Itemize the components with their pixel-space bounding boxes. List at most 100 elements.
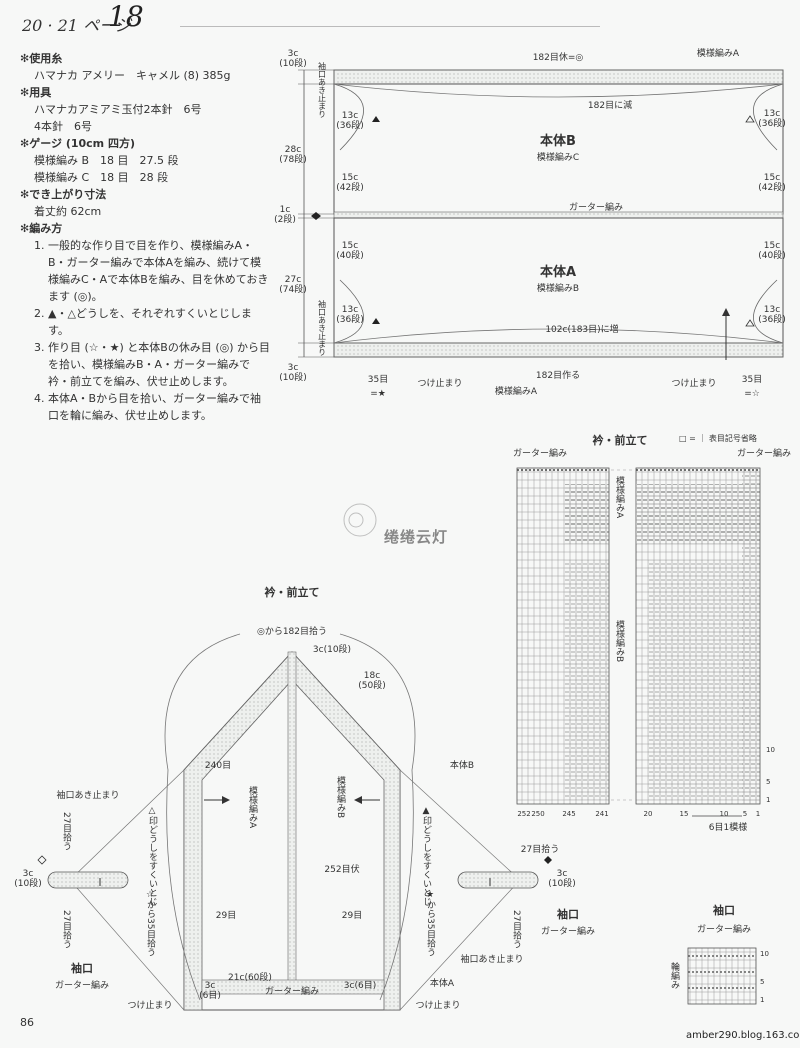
collar-chart	[516, 467, 761, 817]
body-attach-left: つけ止まり	[417, 377, 462, 389]
body-star-left: =★	[370, 389, 386, 399]
l-13c-a-rows: (36段)	[336, 119, 363, 131]
body-decrease: 182目に減	[588, 99, 632, 111]
size-text: 着丈約 62cm	[34, 205, 102, 218]
r-15c-a: 15c	[764, 173, 780, 183]
dim-3c-top: 3c	[288, 49, 299, 59]
collar-note-right: ▲印どうしをすくいとじ	[421, 806, 432, 906]
collar-3c-left: 3c	[205, 981, 216, 991]
chart-x-10: 10	[720, 810, 729, 818]
body-increase: 102c(183目)に増	[545, 323, 618, 335]
r-13c-a-rows: (36段)	[758, 117, 785, 129]
collar-body-a: 本体A	[430, 977, 455, 989]
sleeve-chart-sub: ガーター編み	[697, 923, 751, 935]
chart-x-252: 252	[517, 810, 530, 818]
sleeve-sub-left: ガーター編み	[55, 979, 109, 991]
body-b-panel	[333, 83, 784, 215]
diamond-marker	[311, 212, 321, 220]
r-13c-a: 13c	[764, 109, 780, 119]
chart-y-10: 10	[766, 746, 775, 754]
chart-garter-right: ガーター編み	[737, 447, 791, 459]
collar-3c-10: 3c(10段)	[313, 643, 351, 655]
collar-attach-right: つけ止まり	[415, 999, 460, 1011]
sleeve-stop-bottom: 袖口あき止まり	[318, 299, 327, 356]
body-a-sub: 模様編みB	[537, 282, 579, 294]
tools-text-1: ハマナカアミアミ玉付2本針 6号	[34, 103, 202, 116]
collar-diagram	[37, 633, 552, 1011]
body-bottom-pattern: 模様編みA	[495, 385, 538, 397]
sleeve-stop-top: 袖口あき止まり	[318, 61, 327, 118]
chart-pattern-b: 模様編みB	[614, 620, 625, 662]
chart-repeat: 6目1模様	[709, 821, 747, 833]
body-top-count: 182目休=◎	[533, 51, 584, 63]
watermark-text: 绻绻云灯	[384, 528, 449, 546]
dim-3c-bottom: 3c	[288, 363, 299, 373]
sleeve-chart-title: 袖口	[713, 903, 735, 917]
collar-252: 252目伏	[324, 863, 359, 875]
l-15c-b: 15c	[342, 241, 358, 251]
collar-title: 衿・前立て	[265, 585, 320, 599]
collar-27-right-top: 27目拾う	[521, 843, 559, 855]
cuff-right-10r: (10段)	[548, 877, 575, 889]
sleeve-chart-y-1: 1	[760, 996, 764, 1004]
cuff-left-3c: 3c	[23, 869, 34, 879]
collar-star-left: ☆から35目拾う	[145, 890, 156, 956]
body-star-right: =☆	[744, 389, 760, 399]
chart-title: 衿・前立て	[593, 433, 648, 447]
dim-1c: 1c	[280, 205, 291, 215]
chart-x-250: 250	[531, 810, 544, 818]
tools-heading: ✻用具	[20, 86, 52, 99]
chart-x-15: 15	[680, 810, 689, 818]
body-top-pattern: 模様編みA	[697, 47, 740, 59]
sleeve-label-right: 袖口	[557, 907, 579, 921]
page-number: 86	[20, 1016, 34, 1029]
gauge-text-1: 模様編み B 18 目 27.5 段	[34, 154, 179, 167]
dim-27c: 27c	[285, 275, 301, 285]
collar-top: ◎から182目拾う	[257, 625, 327, 637]
collar-sleeve-stop-left: 袖口あき止まり	[56, 789, 119, 801]
chart-x-5: 5	[743, 810, 747, 818]
gauge-heading: ✻ゲージ (10cm 四方)	[20, 137, 136, 150]
collar-27-left-top: 27目拾う	[61, 812, 72, 850]
page-range: 20 · 21 ページ	[22, 16, 131, 35]
collar-3c-right: 3c(6目)	[344, 980, 376, 991]
collar-garter: ガーター編み	[265, 985, 319, 997]
r-13c-b-rows: (36段)	[758, 313, 785, 325]
l-15c-a-rows: (42段)	[336, 181, 363, 193]
method-step-1: 1. 一般的な作り目で目を作り、模様編みA・B・ガーター編みで本体Aを編み、続け…	[34, 239, 269, 303]
l-13c-a: 13c	[342, 111, 358, 121]
collar-27-right-bottom: 27目拾う	[511, 910, 522, 948]
collar-50r: (50段)	[358, 679, 385, 691]
chart-x-20: 20	[644, 810, 653, 818]
watermark-emblem	[343, 503, 377, 537]
chart-garter-left: ガーター編み	[513, 447, 567, 459]
collar-3c-left-rows: (6目)	[199, 990, 221, 1001]
chart-y-1: 1	[766, 796, 770, 804]
method-step-3: 3. 作り目 (☆・★) と本体Bの休み目 (◎) から目を拾い、模様編みB・A…	[34, 341, 271, 388]
cuff-left	[47, 871, 129, 889]
triangle-open-top	[745, 115, 755, 123]
collar-29-left: 29目	[216, 910, 236, 921]
dim-78r: (78段)	[279, 153, 306, 165]
spec-block: ✻使用糸 ハマナカ アメリー キャメル (8) 385g ✻用具 ハマナカアミア…	[20, 50, 270, 424]
garter-band	[333, 211, 784, 219]
collar-sleeve-stop-right: 袖口あき止まり	[460, 953, 523, 965]
body-a-label: 本体A	[540, 264, 576, 280]
collar-18c: 18c	[364, 671, 380, 681]
header-rule	[180, 26, 600, 27]
l-13c-b: 13c	[342, 305, 358, 315]
body-garter-label: ガーター編み	[569, 201, 623, 213]
body-35-left: 35目	[368, 374, 388, 385]
cuff-right	[457, 871, 539, 889]
r-13c-b: 13c	[764, 305, 780, 315]
triangle-filled-bottom	[372, 318, 380, 324]
yarn-text: ハマナカ アメリー キャメル (8) 385g	[34, 69, 231, 82]
sleeve-chart-y-10: 10	[760, 950, 769, 958]
pattern-number: 18	[108, 0, 144, 33]
collar-240: 240目	[205, 760, 231, 771]
collar-29-right: 29目	[342, 910, 362, 921]
sleeve-chart-side: 輪編み	[669, 961, 680, 989]
chart-x-241: 241	[595, 810, 608, 818]
r-15c-b-rows: (40段)	[758, 249, 785, 261]
collar-body-b: 本体B	[450, 759, 474, 771]
